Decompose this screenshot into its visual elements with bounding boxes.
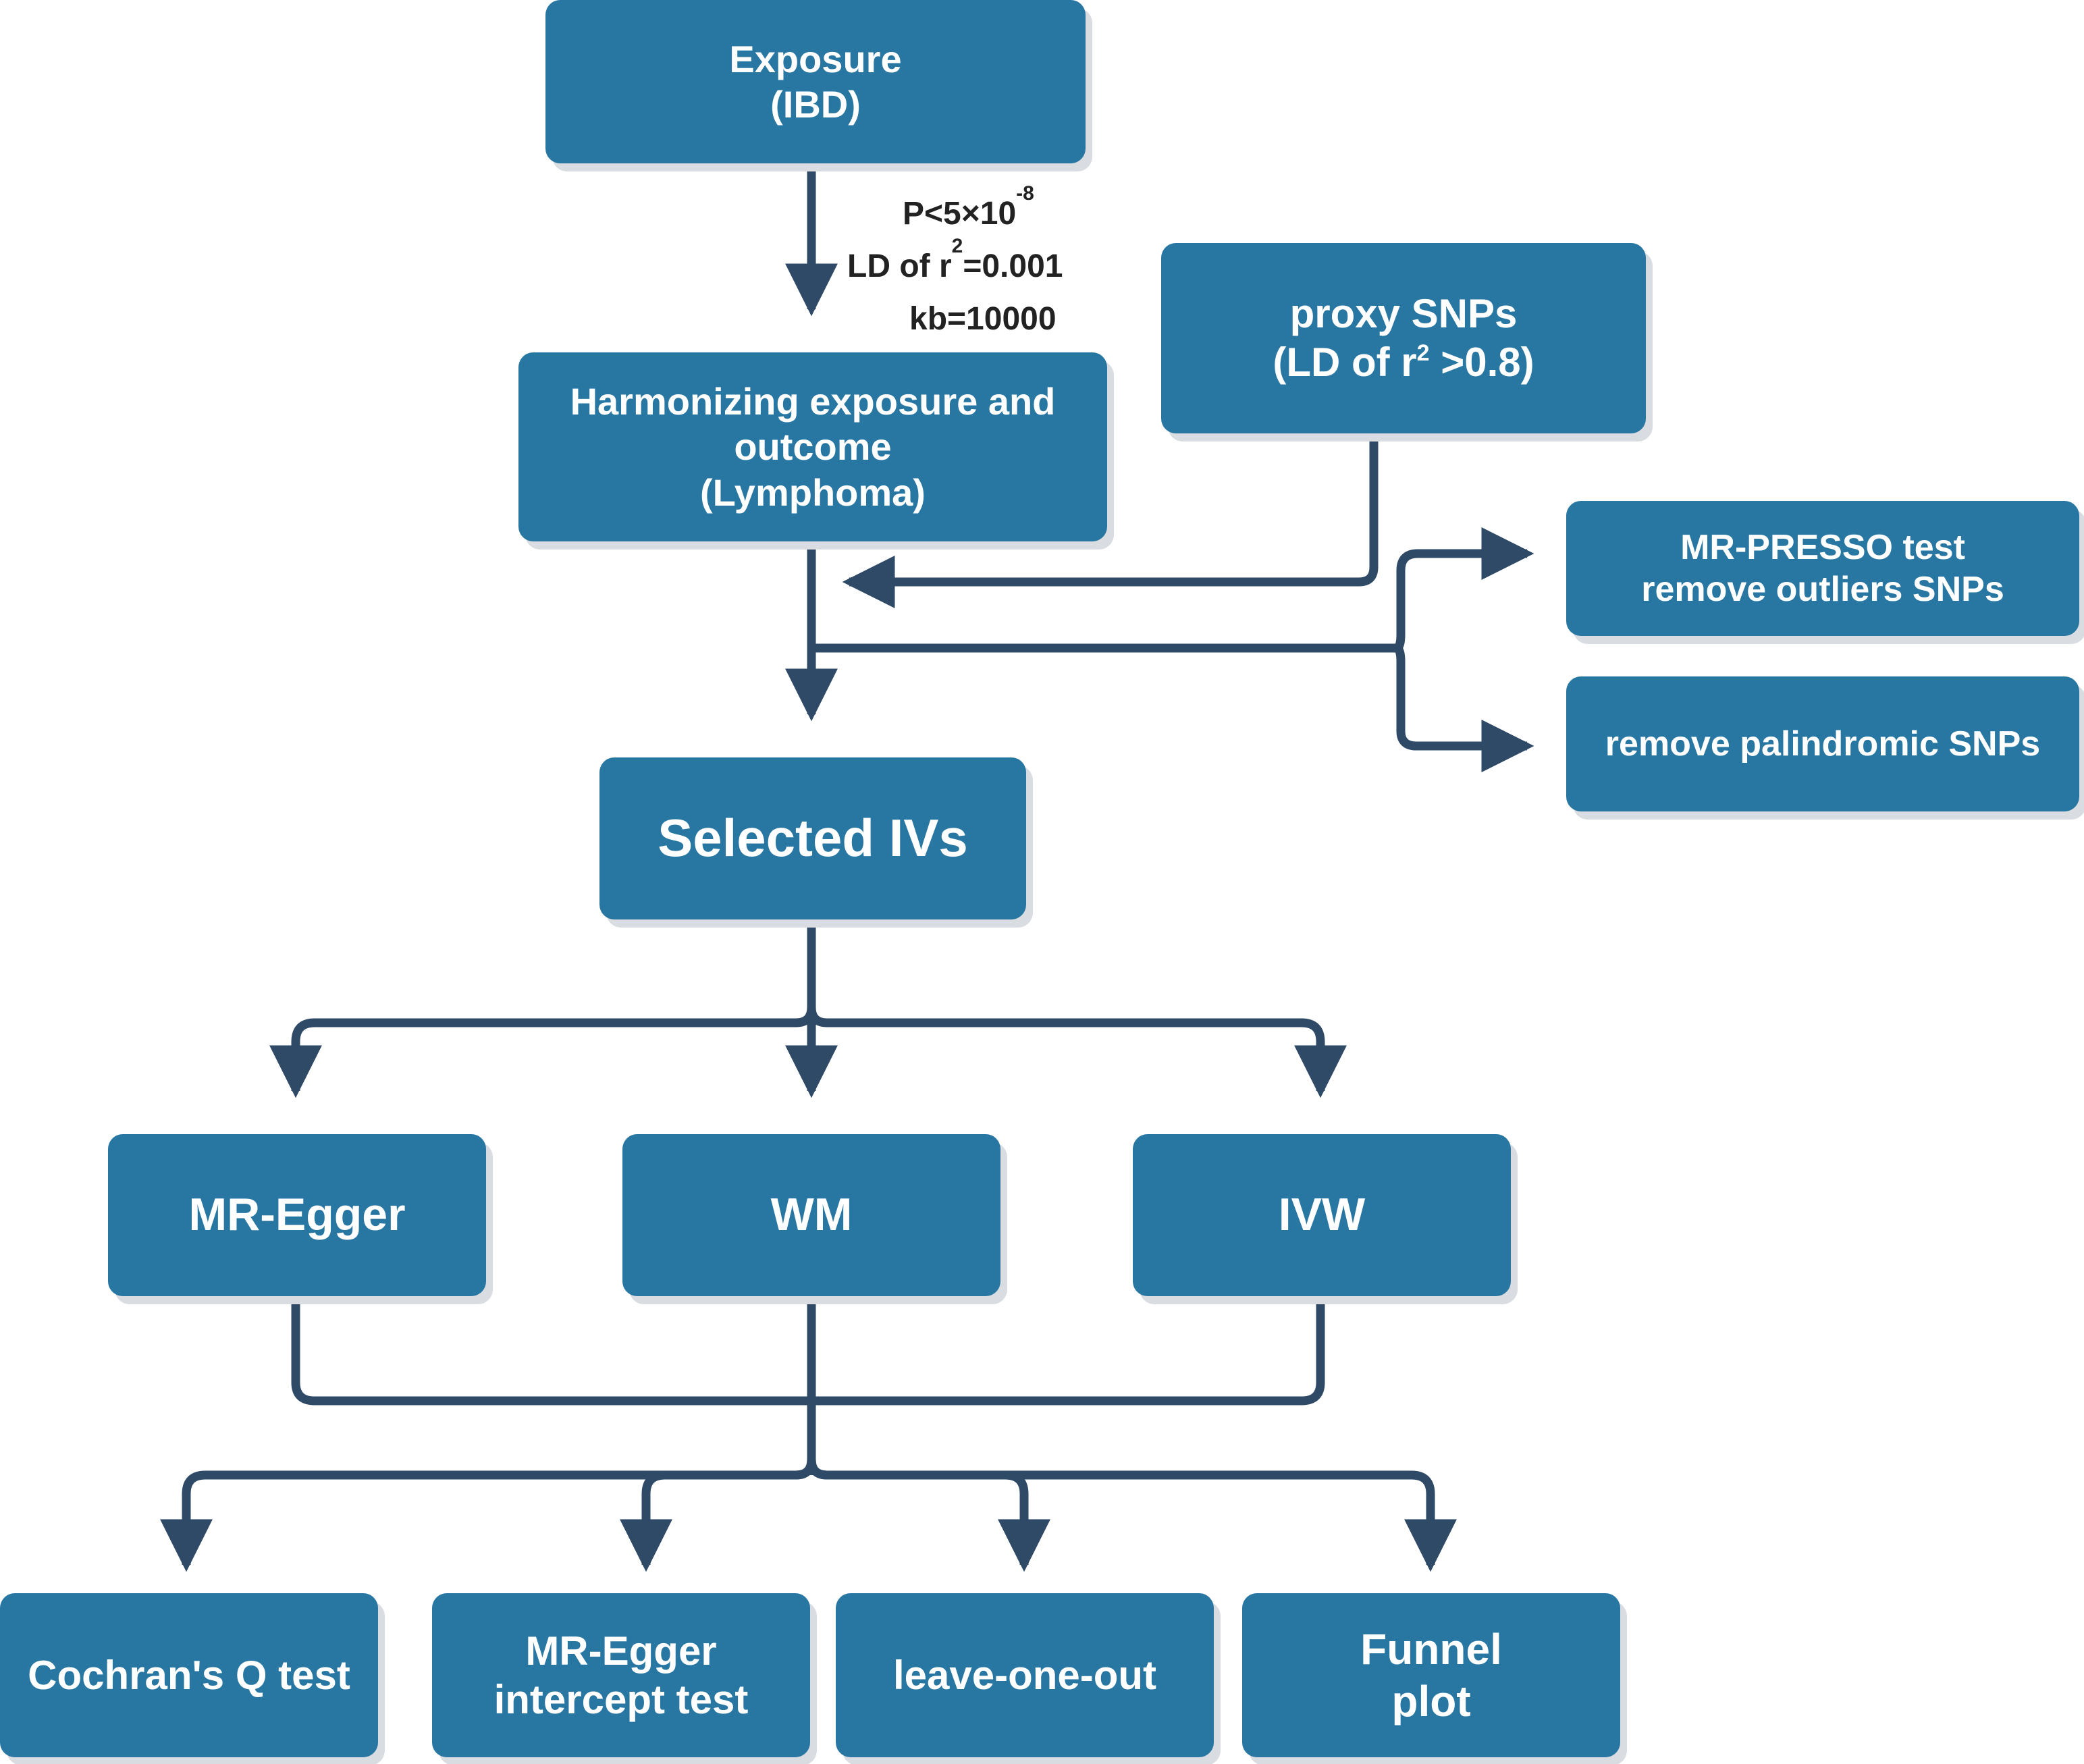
proxy-snps-box: proxy SNPs (LD of r2 >0.8) xyxy=(1161,243,1646,433)
selection-criteria: P<5×10-8 LD of r2=0.001 kb=10000 xyxy=(847,182,1131,346)
ld-threshold: LD of r2=0.001 xyxy=(847,235,1063,285)
leave-one-out-box: leave-one-out xyxy=(836,1593,1214,1757)
arrow-to-ivw xyxy=(807,1007,1347,1098)
harmonizing-line3: (Lymphoma) xyxy=(700,471,926,514)
arrow-proxy-to-main xyxy=(842,437,1379,608)
mr-presso-line2: remove outliers SNPs xyxy=(1641,570,2004,609)
harmonizing-box: Harmonizing exposure and outcome (Lympho… xyxy=(518,352,1107,541)
palindromic-label: remove palindromic SNPs xyxy=(1605,724,2041,764)
arrow-to-mr-egger xyxy=(269,1007,816,1098)
arrow-to-intercept xyxy=(620,1459,816,1572)
harmonizing-line2: outcome xyxy=(734,425,892,469)
cochran-box: Cochran's Q test xyxy=(0,1593,378,1757)
proxy-snps-label: proxy SNPs xyxy=(1289,291,1518,336)
wm-box: WM xyxy=(622,1134,1000,1296)
arrow-to-palindromic xyxy=(1394,643,1534,772)
kb-window: kb=10000 xyxy=(909,301,1057,337)
exposure-sublabel: (IBD) xyxy=(770,83,861,126)
intercept-line1: MR-Egger xyxy=(525,1628,717,1674)
ivw-box: IVW xyxy=(1133,1134,1511,1296)
arrow-to-mr-presso xyxy=(1394,527,1534,653)
p-threshold: P<5×10-8 xyxy=(903,182,1034,232)
mr-presso-line1: MR-PRESSO test xyxy=(1680,527,1965,567)
cochran-label: Cochran's Q test xyxy=(28,1652,350,1698)
proxy-snps-criterion: (LD of r2 >0.8) xyxy=(1273,340,1534,385)
exposure-label: Exposure xyxy=(729,37,902,80)
intercept-box: MR-Egger intercept test xyxy=(432,1593,810,1757)
leave-one-out-label: leave-one-out xyxy=(892,1652,1157,1698)
harmonizing-line1: Harmonizing exposure and xyxy=(570,380,1056,423)
palindromic-box: remove palindromic SNPs xyxy=(1566,676,2079,811)
arrow-to-funnel xyxy=(807,1459,1457,1572)
ivw-label: IVW xyxy=(1278,1189,1366,1241)
selected-ivs-box: Selected IVs xyxy=(599,757,1026,919)
wm-label: WM xyxy=(770,1189,853,1241)
mr-presso-box: MR-PRESSO test remove outliers SNPs xyxy=(1566,501,2079,636)
selected-ivs-label: Selected IVs xyxy=(658,808,968,868)
funnel-plot-box: Funnel plot xyxy=(1242,1593,1620,1757)
intercept-line2: intercept test xyxy=(493,1676,749,1722)
funnel-line2: plot xyxy=(1391,1676,1471,1726)
exposure-box: Exposure (IBD) xyxy=(545,0,1086,163)
mr-egger-label: MR-Egger xyxy=(188,1189,406,1241)
mr-egger-box: MR-Egger xyxy=(108,1134,486,1296)
funnel-line1: Funnel xyxy=(1360,1624,1502,1674)
